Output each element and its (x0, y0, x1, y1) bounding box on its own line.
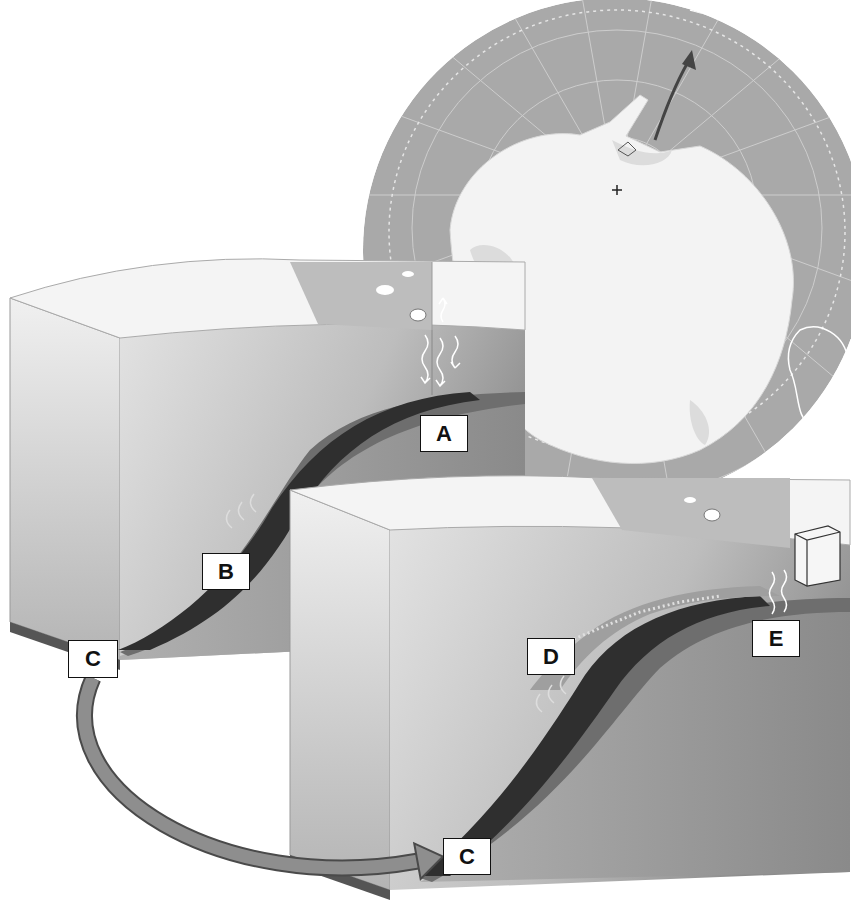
letter-box: D (527, 638, 575, 675)
label-letter: A (436, 423, 452, 445)
letter-box: C (68, 640, 118, 678)
arrow-head (414, 843, 443, 878)
arrow-head (682, 50, 696, 70)
curl-mark (250, 494, 256, 512)
mixing-curls (226, 494, 256, 528)
flow-line (655, 62, 688, 140)
globe-arrow (655, 50, 696, 140)
block-side (290, 490, 390, 890)
sea-surface (592, 478, 790, 548)
right-block (290, 476, 850, 900)
letter-box: A (420, 415, 468, 452)
pole-cross (616, 185, 618, 195)
shelf-edge (432, 330, 433, 395)
label-letter: B (218, 561, 234, 583)
label-letter: D (543, 646, 559, 668)
mixing-curls (536, 676, 566, 712)
curl-mark (226, 510, 232, 528)
ice-floe (376, 285, 394, 295)
label-letter: E (769, 628, 784, 650)
block-front (390, 526, 850, 890)
flow-arrow (85, 678, 443, 879)
weddell-marks (618, 142, 636, 156)
block-side (10, 298, 120, 660)
ice-floe (410, 309, 426, 321)
iceberg-block (795, 526, 840, 586)
ice-floe (402, 271, 414, 277)
continent-outline (690, 10, 790, 40)
sinking-arrow (436, 338, 445, 386)
ice-shelf (612, 140, 672, 165)
heat-flux-arrow (439, 298, 447, 322)
sinking-arrow (770, 572, 775, 614)
shelf-edge (432, 262, 433, 330)
curl-mark (560, 676, 566, 694)
ice-floe (704, 509, 720, 521)
arrow-body (85, 678, 418, 868)
ice-floe (684, 497, 696, 503)
sinking-arrow (421, 335, 430, 383)
block-base (290, 855, 390, 900)
ice-shelf (690, 400, 709, 445)
curl-mark (536, 694, 542, 712)
sinking-arrow (782, 570, 787, 612)
arrow-outline (85, 678, 418, 868)
pole-marker (612, 185, 622, 195)
ocean-disc (363, 0, 851, 502)
letter-box: B (202, 553, 250, 590)
sea-surface (290, 262, 432, 330)
letter-box: E (752, 620, 800, 657)
latitude-line (352, 0, 851, 498)
block-top (10, 259, 525, 338)
label-letter: C (85, 648, 101, 670)
continent-outline (788, 327, 848, 425)
particle-layer (560, 596, 720, 645)
curl-mark (548, 685, 554, 703)
curl-mark (238, 502, 244, 520)
letter-box: C (443, 838, 491, 875)
iceberg-edge (795, 532, 840, 586)
sinking-arrow (451, 336, 460, 368)
label-letter: C (459, 846, 475, 868)
